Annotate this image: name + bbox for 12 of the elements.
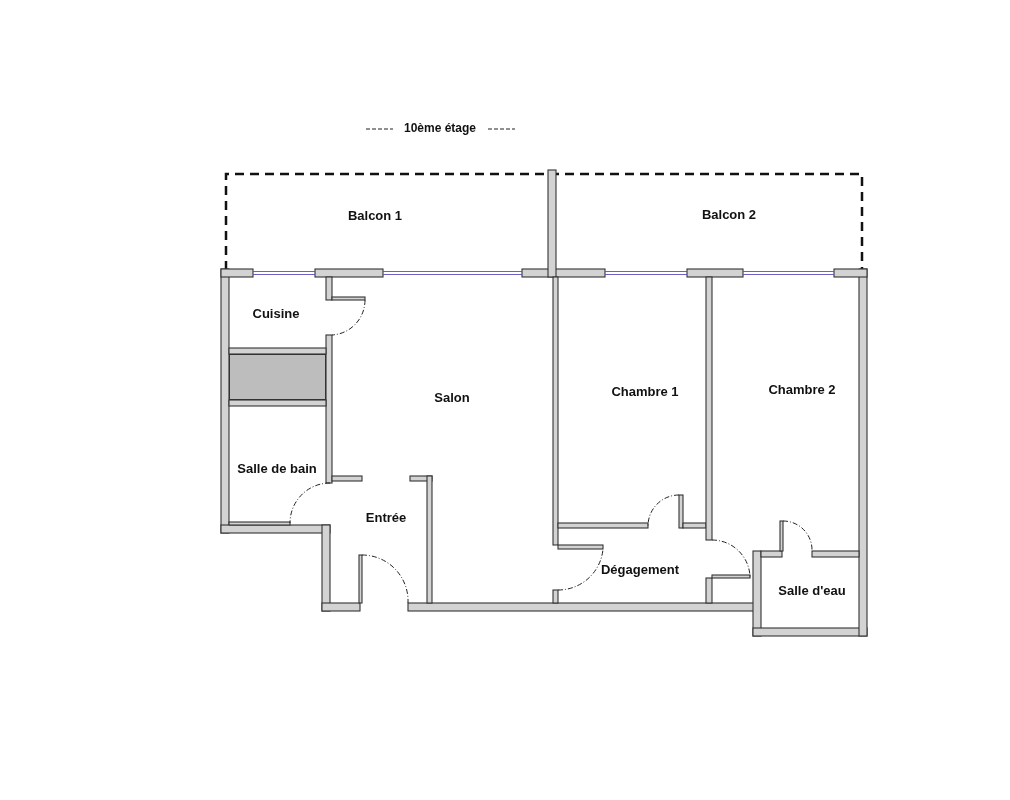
storage-block (229, 354, 326, 400)
room-label: Chambre 2 (768, 381, 836, 397)
room-label: Salle de bain (237, 460, 317, 476)
room-label: Cuisine (252, 305, 300, 321)
room-label: Chambre 1 (611, 383, 679, 399)
room-label: Balcon 1 (347, 207, 403, 223)
room-label: Dégagement (601, 561, 679, 577)
room-label: Balcon 2 (701, 206, 757, 222)
room-label: Entrée (365, 509, 407, 525)
floor-title: 10ème étage (404, 121, 476, 135)
room-label: Salon (434, 389, 470, 405)
room-label: Salle d'eau (778, 582, 846, 598)
